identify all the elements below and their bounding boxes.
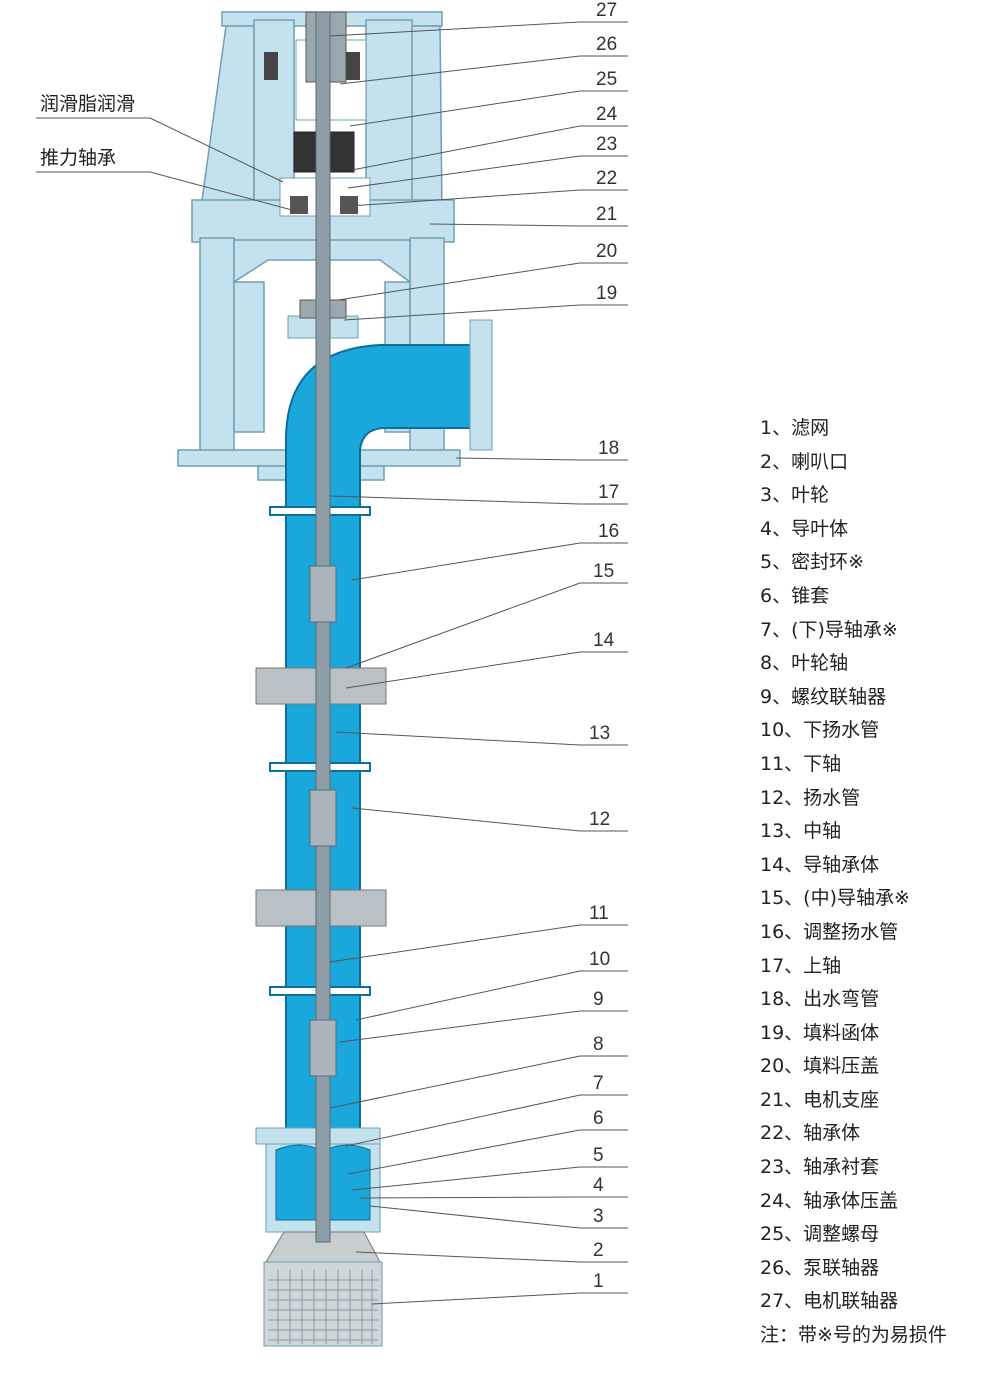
legend-item: 8、叶轮轴 (760, 652, 849, 675)
legend-item: 27、电机联轴器 (760, 1290, 899, 1313)
legend-item: 9、螺纹联轴器 (760, 685, 887, 708)
leader-line (347, 1129, 628, 1175)
callout-number: 15 (593, 561, 614, 582)
leader-line (329, 495, 628, 505)
pump-shaft (315, 11, 331, 1243)
legend-item: 18、出水弯管 (760, 988, 880, 1011)
leader-line (349, 189, 628, 207)
callout-number: 7 (593, 1073, 604, 1094)
callout-number: 26 (596, 34, 617, 55)
leader-line (351, 807, 628, 832)
leader-line (355, 970, 628, 1021)
legend-item: 20、填料压盖 (760, 1055, 880, 1078)
strainer-grid (268, 1270, 378, 1344)
legend-item: 13、中轴 (760, 820, 842, 843)
callout-number: 24 (596, 104, 618, 125)
leader-line (329, 21, 628, 37)
leader-line (339, 1010, 628, 1043)
legend-item: 5、密封环※ (760, 551, 865, 574)
leader-line (351, 542, 628, 581)
callout-number: 10 (589, 949, 610, 970)
legend-item: 16、调整扬水管 (760, 920, 899, 943)
leader-line (335, 731, 628, 746)
callout-number: 16 (598, 521, 619, 542)
callout-number: 4 (593, 1175, 604, 1196)
callout-number: 20 (596, 241, 617, 262)
leader-line (36, 171, 293, 211)
leader-line (371, 1292, 628, 1305)
callout-number: 12 (589, 809, 610, 830)
leader-line (429, 223, 628, 227)
legend-item: 22、轴承体 (760, 1122, 861, 1145)
callout-number: 14 (593, 630, 615, 651)
callout-number: 3 (593, 1206, 604, 1227)
callout-number: 19 (596, 283, 617, 304)
leader-line (337, 262, 628, 301)
legend-note: 注：带※号的为易损件 (760, 1324, 947, 1347)
legend-item: 15、(中)导轴承※ (760, 887, 910, 910)
legend-item: 26、泵联轴器 (760, 1256, 880, 1279)
callout-number: 25 (596, 69, 617, 90)
leader-line (347, 155, 628, 189)
callout-number: 23 (596, 134, 617, 155)
callout-number: 17 (598, 482, 619, 503)
legend-item: 11、下轴 (760, 752, 842, 775)
legend-item: 3、叶轮 (760, 484, 830, 507)
callout-number: 2 (593, 1240, 604, 1261)
leader-line (345, 1094, 628, 1147)
leader-line (345, 651, 628, 689)
leader-line (329, 924, 628, 963)
leader-line (351, 125, 628, 171)
side-label-grease-lubrication: 润滑脂润滑 (40, 93, 135, 115)
shaft-couplings (309, 565, 337, 1077)
legend-item: 10、下扬水管 (760, 719, 880, 742)
callout-number: 9 (593, 989, 604, 1010)
leader-line (355, 1251, 628, 1263)
leader-lines (36, 21, 628, 1305)
leader-line (339, 55, 628, 85)
legend-item: 12、扬水管 (760, 786, 861, 809)
callout-numbers: 2726252423222120191817161514131211109876… (589, 0, 619, 1292)
legend-item: 19、填料函体 (760, 1021, 880, 1044)
legend-item: 4、导叶体 (760, 517, 849, 540)
callout-number: 22 (596, 168, 617, 189)
legend-item: 2、喇叭口 (760, 450, 849, 473)
legend-item: 23、轴承衬套 (760, 1156, 880, 1179)
legend-item: 25、调整螺母 (760, 1223, 880, 1246)
leader-line (343, 304, 628, 321)
leader-line (349, 90, 628, 127)
legend-item: 17、上轴 (760, 954, 842, 977)
callout-number: 6 (593, 1108, 604, 1129)
side-label-thrust-bearing: 推力轴承 (40, 147, 116, 169)
leader-line (36, 117, 284, 183)
callout-number: 8 (593, 1034, 604, 1055)
legend-item: 7、(下)导轴承※ (760, 618, 898, 641)
legend-item: 1、滤网 (760, 417, 830, 439)
callout-number: 11 (589, 903, 609, 924)
legend-item: 14、导轴承体 (760, 853, 880, 876)
legend-item: 21、电机支座 (760, 1088, 880, 1111)
legend-item: 6、锥套 (760, 584, 830, 607)
callout-number: 21 (596, 204, 617, 225)
leader-line (369, 1205, 628, 1229)
callout-number: 5 (593, 1145, 604, 1166)
parts-legend: 1、滤网 2、喇叭口 3、叶轮 4、导叶体 5、密封环※ 6、锥套 7、(下)导轴承※ 8、叶… (760, 412, 995, 1353)
leader-line (351, 1166, 628, 1191)
callout-number: 1 (593, 1271, 604, 1292)
leader-line (345, 582, 628, 669)
leader-line (329, 1055, 628, 1109)
callout-number: 13 (589, 723, 610, 744)
callout-number: 18 (598, 438, 619, 459)
callout-number: 27 (596, 0, 617, 21)
legend-item: 24、轴承体压盖 (760, 1189, 899, 1212)
leader-line (359, 1196, 628, 1199)
leader-line (455, 457, 628, 461)
